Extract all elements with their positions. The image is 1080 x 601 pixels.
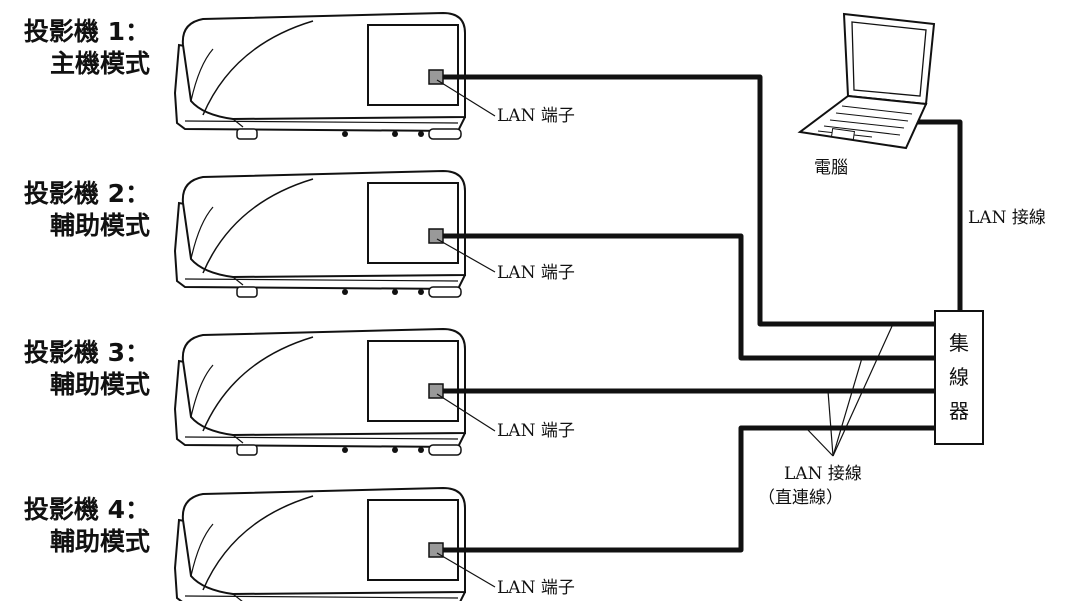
projector-3-name: 投影機 3： (0, 337, 150, 369)
projector-2-mode: 輔助模式 (0, 210, 150, 242)
projector-1-drawing (175, 13, 465, 139)
computer-cable-label: LAN 接線 (968, 208, 1046, 228)
laptop-drawing (800, 14, 934, 148)
projector-2-drawing (175, 171, 465, 297)
projector-1-port-label: LAN 端子 (497, 106, 575, 126)
projector-4-port-label: LAN 端子 (497, 578, 575, 598)
projector-3-port-label: LAN 端子 (497, 421, 575, 441)
projector-1-label: 投影機 1： 主機模式 (0, 16, 150, 80)
projector-4-label: 投影機 4： 輔助模式 (0, 494, 150, 558)
projector-4-name: 投影機 4： (0, 494, 150, 526)
computer-label: 電腦 (814, 158, 848, 178)
projector-2-label: 投影機 2： 輔助模式 (0, 178, 150, 242)
projector-2-port-label: LAN 端子 (497, 263, 575, 283)
cable-projector-4 (442, 428, 935, 550)
hub-char-1: 集 (935, 326, 983, 360)
hub-char-3: 器 (935, 394, 983, 428)
projector-4-drawing (175, 488, 465, 601)
projector-3-drawing (175, 329, 465, 455)
straight-cable-note: （直連線） (758, 488, 843, 508)
cable-computer (905, 122, 960, 311)
cable-projector-2 (442, 236, 935, 358)
hub-label: 集 線 器 (935, 326, 983, 428)
projector-1-mode: 主機模式 (0, 48, 150, 80)
projector-2-name: 投影機 2： (0, 178, 150, 210)
straight-cable-label: LAN 接線 (784, 464, 862, 484)
projector-3-mode: 輔助模式 (0, 369, 150, 401)
projector-3-label: 投影機 3： 輔助模式 (0, 337, 150, 401)
projector-4-mode: 輔助模式 (0, 526, 150, 558)
projector-1-name: 投影機 1： (0, 16, 150, 48)
hub-char-2: 線 (935, 360, 983, 394)
